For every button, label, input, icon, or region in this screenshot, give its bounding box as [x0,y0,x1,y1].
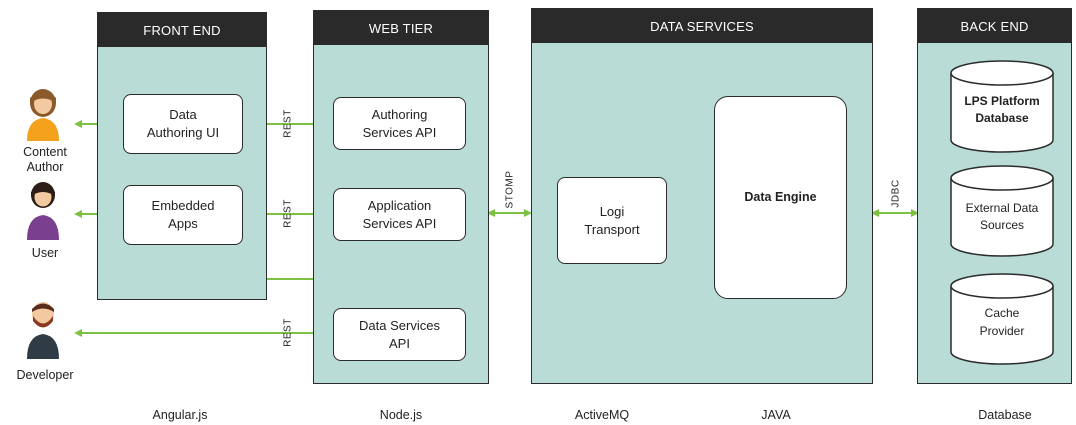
cache-provider-label-2: Provider [980,324,1025,338]
logi-transport-box: Logi Transport [557,177,667,264]
developer-icon [27,302,59,359]
data-services-api-box: Data Services API [333,308,466,361]
footer-angular: Angular.js [152,408,208,422]
external-data-sources-database: External Data Sources [950,165,1054,257]
footer-node: Node.js [379,408,423,422]
footer-database: Database [978,408,1032,422]
developer-label: Developer [16,368,74,382]
lps-platform-label-2: Database [975,111,1029,125]
data-services-header: DATA SERVICES [532,9,872,43]
lps-platform-label-1: LPS Platform [964,94,1039,108]
user-icon [27,182,59,240]
data-engine-box: Data Engine [714,96,847,299]
front-end-header: FRONT END [98,13,266,47]
cache-provider-database: Cache Provider [950,273,1054,365]
data-authoring-ui-box: Data Authoring UI [123,94,243,154]
external-data-label-2: Sources [980,218,1024,232]
content-author-label: Content Author [23,145,67,174]
footer-activemq: ActiveMQ [574,408,630,422]
back-end-header: BACK END [918,9,1071,43]
lps-platform-database: LPS Platform Database [950,60,1054,153]
external-data-label-1: External Data [966,201,1039,215]
cache-provider-label-1: Cache [985,306,1020,320]
user-label: User [31,246,59,260]
front-end-panel: FRONT END [97,12,267,300]
application-services-api-box: Application Services API [333,188,466,241]
content-author-icon [27,89,59,141]
authoring-services-api-box: Authoring Services API [333,97,466,150]
footer-java: JAVA [761,408,791,422]
web-tier-header: WEB TIER [314,11,488,45]
embedded-apps-box: Embedded Apps [123,185,243,245]
